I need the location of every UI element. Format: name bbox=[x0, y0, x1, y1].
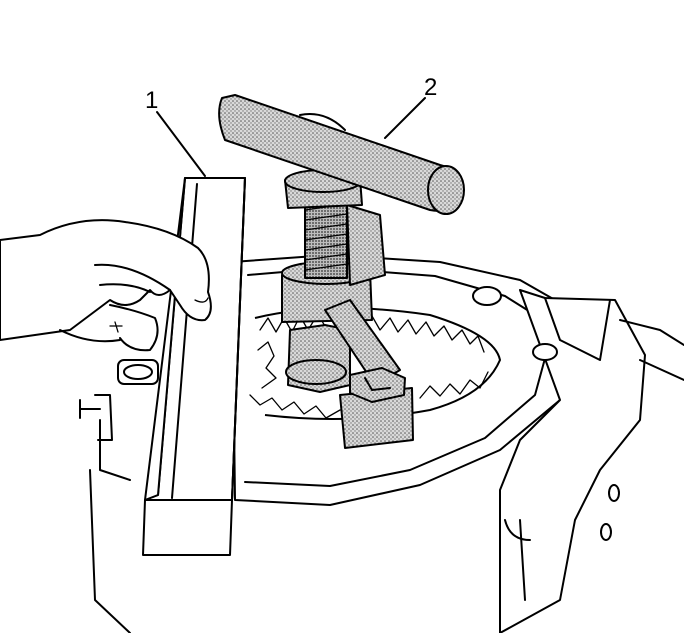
bolt-hole bbox=[600, 523, 612, 541]
bolt-hole bbox=[608, 484, 620, 502]
leader-line-1 bbox=[156, 111, 206, 177]
leader-line-2 bbox=[384, 97, 426, 139]
straightedge bbox=[142, 177, 246, 556]
bolt-hole bbox=[472, 286, 502, 306]
installer-tool bbox=[218, 94, 465, 449]
technician-hand bbox=[0, 219, 212, 352]
callout-1: 1 bbox=[145, 87, 158, 114]
bolt-hole bbox=[532, 343, 558, 361]
callout-2: 2 bbox=[424, 74, 437, 101]
fitting bbox=[79, 359, 159, 441]
